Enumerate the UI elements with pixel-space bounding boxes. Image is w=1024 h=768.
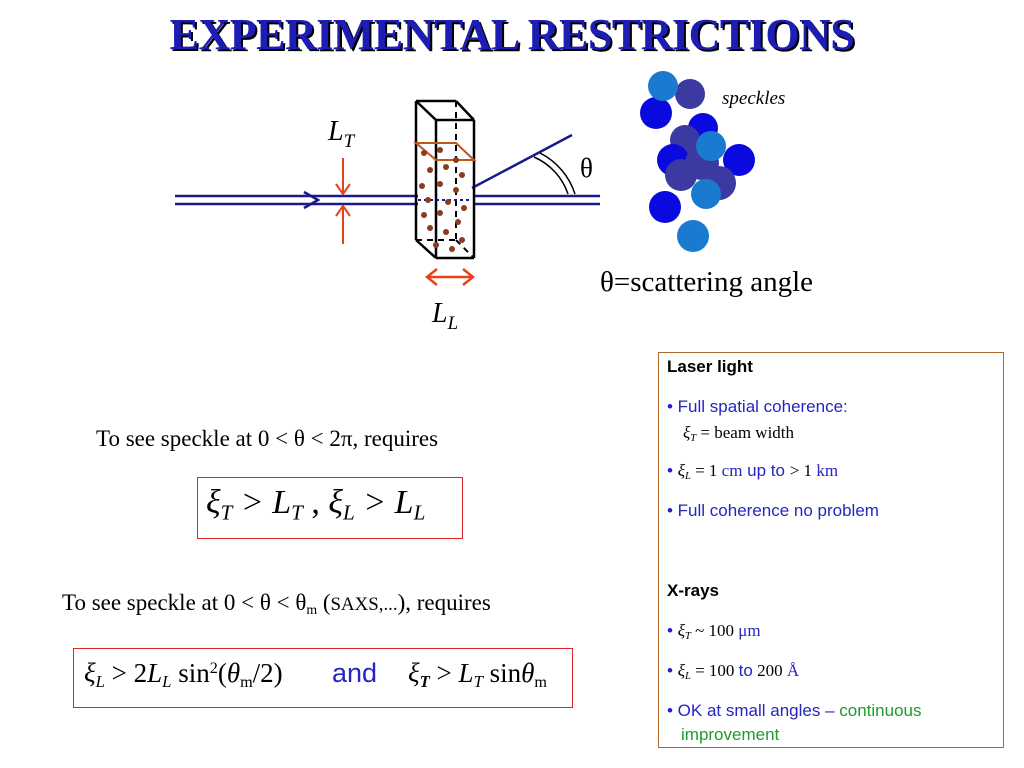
laser-heading: Laser light (667, 357, 753, 376)
page-title: EXPERIMENTAL RESTRICTIONS (169, 10, 855, 59)
formula-box-2: ξL > 2LL sin2(θm/2) and ξT > LT sinθm (73, 648, 573, 708)
formula-box-1: ξT > LT , ξL > LL (197, 477, 463, 539)
laser-bullet-1b: ξT = beam width (683, 423, 795, 445)
particles (419, 147, 467, 252)
xray-bullet-1: • ξT ~ 100 μm (667, 621, 761, 643)
formula-2a: ξL > 2LL sin2(θm/2) (84, 658, 283, 692)
requirement-2-text: To see speckle at 0 < θ < θm (SAXS,...),… (62, 590, 491, 618)
angle-arc (533, 156, 569, 195)
xray-bullet-3: • OK at small angles – continuous (667, 701, 922, 720)
laser-bullet-2: • ξL = 1 cm up to > 1 km (667, 461, 839, 483)
sample-cell (413, 99, 477, 260)
xray-bullet-2: • ξL = 100 to 200 Å (667, 661, 800, 683)
scattering-diagram: LT LL θ (175, 71, 755, 334)
theta-label: θ (580, 153, 593, 183)
lt-label: LT (327, 116, 356, 152)
formula-1: ξT > LT , ξL > LL (206, 484, 426, 525)
transmitted-beam (474, 194, 600, 206)
formula-2b: ξT > LT sinθm (408, 658, 547, 692)
laser-bullet-3: • Full coherence no problem (667, 501, 879, 520)
speckles-label: speckles (722, 88, 786, 109)
ll-label: LL (431, 298, 458, 334)
comparison-panel: Laser light • Full spatial coherence: ξT… (658, 352, 1004, 748)
ll-arrow (424, 268, 476, 286)
incident-beam (175, 190, 418, 210)
speckle-pattern (640, 71, 755, 252)
scattered-ray (471, 133, 573, 190)
scattering-angle-caption: θ=scattering angle (600, 266, 814, 298)
xray-bullet-3b: improvement (681, 725, 780, 744)
lt-arrows (335, 158, 351, 244)
laser-bullet-1: • Full spatial coherence: (667, 397, 848, 416)
xray-heading: X-rays (667, 581, 719, 600)
and-word: and (332, 658, 378, 688)
requirement-1-text: To see speckle at 0 < θ < 2π, requires (96, 426, 439, 451)
